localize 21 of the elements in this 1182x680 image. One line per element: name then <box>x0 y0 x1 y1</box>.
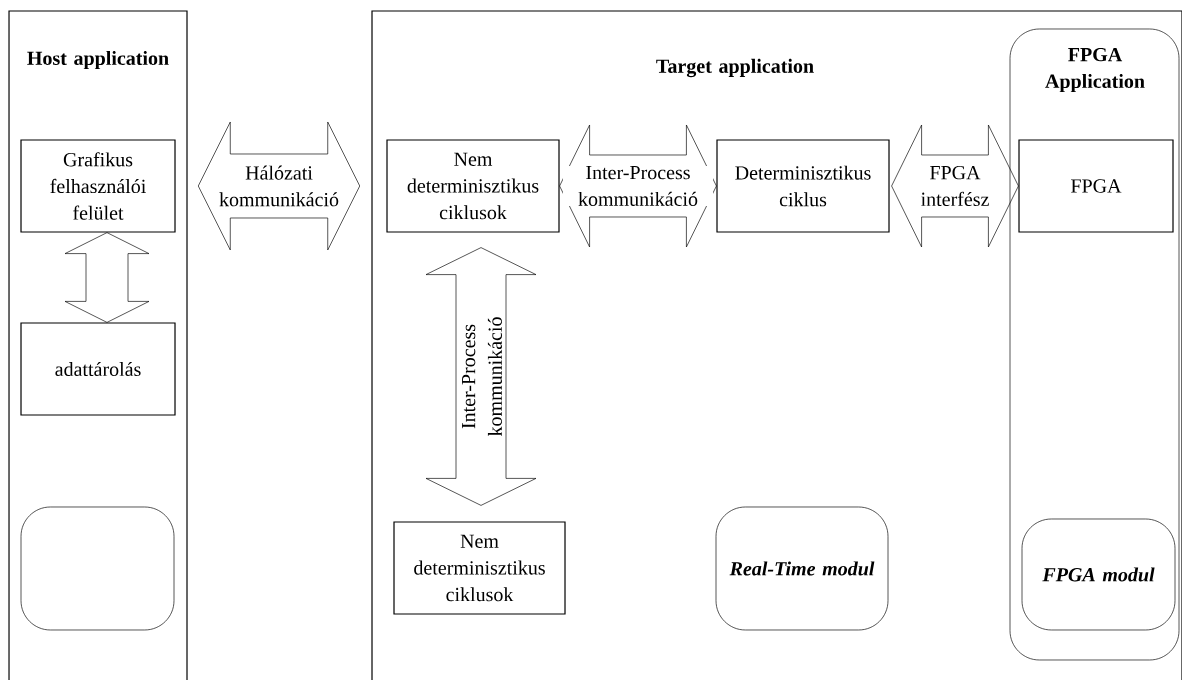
edge-label: FPGA interfész <box>910 165 1000 207</box>
process-box: FPGA <box>1018 139 1174 233</box>
edge-label: Inter-Process kommunikáció <box>462 301 502 452</box>
block-arrow <box>197 121 361 251</box>
process-box: Determinisztikus ciklus <box>716 139 890 233</box>
process-box: Nem determinisztikus ciklusok <box>386 139 560 233</box>
block-arrow <box>425 247 537 506</box>
process-box: Grafikus felhasználói felület <box>20 139 176 233</box>
edge-label: Hálózati kommunikáció <box>209 165 349 207</box>
block-arrow <box>891 124 1019 248</box>
process-box: Nem determinisztikus ciklusok <box>393 521 566 615</box>
panel-title: FPGA Application <box>1045 47 1145 93</box>
edge-label: Inter-Process kommunikáció <box>563 166 713 206</box>
process-box: adattárolás <box>20 322 176 416</box>
panel-title: Host application <box>27 50 169 70</box>
rounded-box: FPGA modul <box>1021 518 1176 631</box>
block-arrow <box>559 124 717 248</box>
panel-title: Target application <box>656 58 814 78</box>
rounded-box: Real-Time modul <box>715 506 889 631</box>
rounded-box <box>20 506 175 631</box>
block-arrow <box>64 232 150 323</box>
